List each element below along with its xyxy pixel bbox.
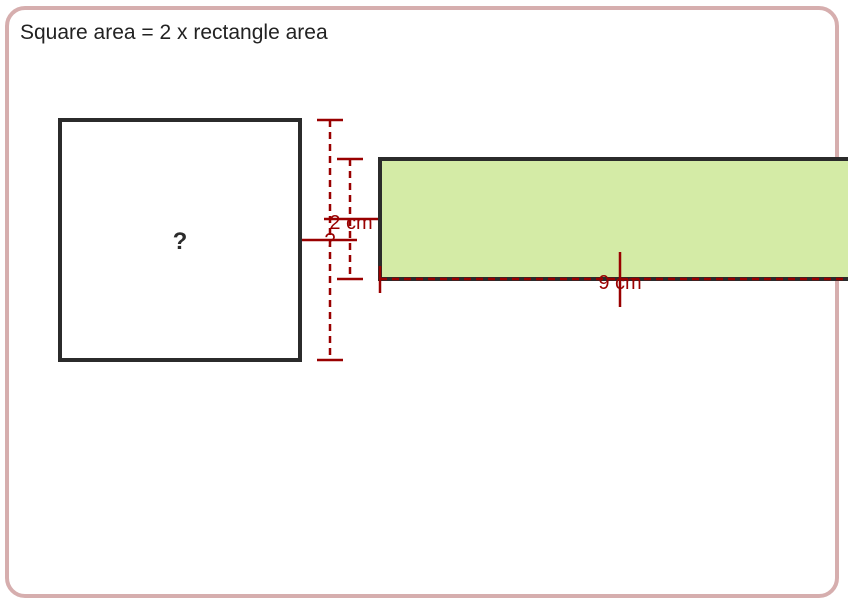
rectangle-height-measure — [324, 157, 378, 281]
rectangle-width-label: 9 cm — [598, 272, 641, 294]
rectangle-shape — [378, 157, 848, 281]
diagram-title: Square area = 2 x rectangle area — [20, 21, 328, 44]
square-side-measure — [302, 118, 357, 362]
square-shape — [58, 118, 302, 362]
square-area-label: ? — [173, 228, 188, 255]
square-side-label: ? — [324, 230, 335, 252]
rectangle-width-measure — [378, 252, 848, 307]
rectangle-height-label: 2 cm — [329, 212, 372, 234]
